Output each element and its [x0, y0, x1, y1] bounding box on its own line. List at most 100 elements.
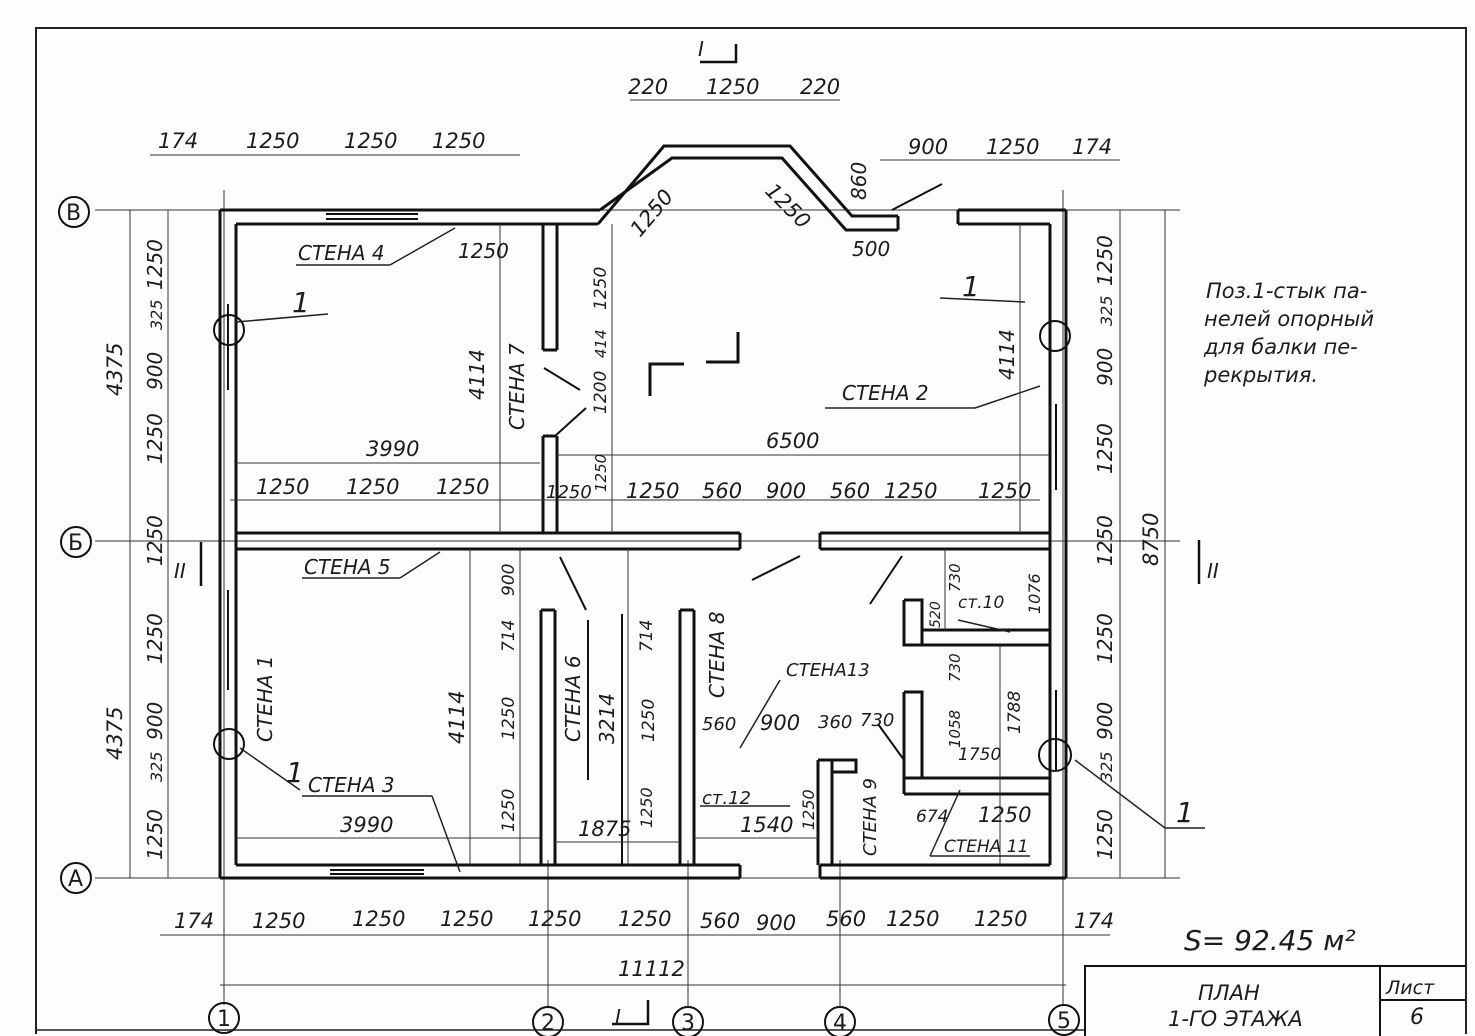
section-label-2-right: II — [1207, 559, 1219, 583]
axis-bubble-col-3 — [672, 1006, 704, 1036]
walls — [218, 144, 1068, 880]
dim-left-900-b: 900 — [143, 702, 167, 740]
dim-bot-10: 1250 — [974, 907, 1027, 931]
dim-1250-w9: 1250 — [799, 789, 818, 830]
dim-mid-1250-e: 1250 — [884, 479, 937, 503]
dim-3990-lower: 3990 — [340, 813, 393, 837]
dim-left-1250-d: 1250 — [143, 613, 167, 664]
wall-label-12: ст.12 — [702, 788, 751, 809]
dim-left-4375-lower: 4375 — [103, 707, 127, 760]
dim-bot-3: 1250 — [440, 907, 493, 931]
note-line-4: рекрытия. — [1203, 363, 1318, 387]
dim-1250-w6-b: 1250 — [499, 789, 519, 832]
section-label-2-left: II — [174, 559, 186, 583]
note-line-1: Поз.1-стык па- — [1206, 279, 1367, 303]
title-line-2: 1-ГО ЭТАЖА — [1168, 1007, 1303, 1031]
dim-right-8750: 8750 — [1139, 513, 1163, 566]
note-line-2: нелей опорный — [1204, 307, 1374, 331]
section-label-1-top: I — [698, 37, 704, 61]
dim-right-325-a: 325 — [1097, 295, 1116, 326]
axis-bubble-row-v — [58, 196, 90, 228]
pos-marker-bl: 1 — [286, 756, 304, 789]
junction-circles — [213, 314, 1072, 772]
dim-bay-diag-left: 1250 — [625, 185, 678, 241]
dim-left-325-a: 325 — [147, 299, 166, 330]
dim-674: 674 — [916, 807, 948, 827]
dim-left-325-b: 325 — [147, 751, 166, 782]
dim-1200: 1200 — [591, 371, 611, 414]
note-line-3: для балки пе- — [1203, 335, 1358, 359]
axis-label-col-1: 1 — [217, 1007, 231, 1032]
dim-top-900: 900 — [908, 135, 948, 159]
dim-1788: 1788 — [1005, 691, 1025, 734]
leader-lines — [235, 227, 1205, 873]
dim-900-inner: 900 — [760, 711, 800, 735]
sheet-label: Лист — [1385, 977, 1435, 999]
axis-label-col-3: 3 — [681, 1011, 695, 1036]
dim-414: 414 — [592, 329, 610, 358]
dim-714-w8: 714 — [637, 620, 657, 652]
dim-bot-7: 900 — [756, 911, 796, 935]
axis-label-col-2: 2 — [541, 1011, 555, 1036]
dim-left-900-a: 900 — [143, 352, 167, 390]
dim-mid-2: 1250 — [436, 475, 489, 499]
dim-left-1250-a: 1250 — [143, 239, 167, 290]
dim-1875: 1875 — [578, 817, 631, 841]
dim-3214: 3214 — [595, 693, 619, 744]
dim-1076: 1076 — [1025, 573, 1044, 614]
dim-730-inner: 730 — [860, 710, 894, 731]
wall-label-7: СТЕНА 7 — [505, 343, 529, 430]
dim-left-4375-upper: 4375 — [103, 343, 127, 396]
area-value: S= 92.45 м² — [1184, 924, 1356, 957]
dim-560-inner: 560 — [702, 714, 736, 735]
axis-bubble-col-5 — [1048, 1004, 1080, 1036]
wall-label-2: СТЕНА 2 — [842, 381, 929, 405]
position-markers: 1 1 1 1 — [286, 270, 1194, 829]
title-line-1: ПЛАН — [1198, 981, 1260, 1005]
axis-label-row-b: Б — [68, 531, 83, 556]
axis-label-col-5: 5 — [1057, 1009, 1071, 1034]
dim-top-174-left: 174 — [158, 129, 198, 153]
dim-730-a: 730 — [946, 563, 964, 592]
axis-label-row-v: В — [66, 201, 81, 226]
axis-label-col-4: 4 — [833, 1011, 847, 1036]
dim-right-900-b: 900 — [1093, 702, 1117, 740]
dim-right-1250-b: 1250 — [1093, 423, 1117, 474]
dim-714-w6: 714 — [499, 620, 519, 652]
axis-bubble-col-4 — [824, 1006, 856, 1036]
dim-bot-6: 560 — [700, 909, 740, 933]
dim-1250-stub: 1250 — [458, 239, 509, 263]
wall-label-4: СТЕНА 4 — [298, 241, 385, 265]
dim-right-325-b: 325 — [1097, 751, 1116, 782]
dim-900-w6: 900 — [499, 564, 519, 596]
dim-top-1250-a: 1250 — [246, 129, 299, 153]
dim-4114-right: 4114 — [995, 329, 1019, 380]
dim-total: 11112 — [618, 957, 685, 981]
note-block: Поз.1-стык па- нелей опорный для балки п… — [1203, 279, 1374, 387]
dim-4114-left: 4114 — [465, 349, 489, 400]
wall-label-8: СТЕНА 8 — [705, 611, 729, 698]
dim-1250-w8-a: 1250 — [639, 699, 659, 742]
axis-bubbles: В Б А 1 2 3 4 5 — [58, 196, 1080, 1036]
dim-mid-0: 1250 — [256, 475, 309, 499]
axis-bubble-col-2 — [532, 1006, 564, 1036]
dimension-texts: 220 1250 220 174 1250 1250 1250 900 1250… — [103, 75, 1163, 981]
wall-label-9: СТЕНА 9 — [860, 778, 881, 856]
dim-bot-2: 1250 — [352, 907, 405, 931]
dim-730-b: 730 — [946, 653, 964, 682]
dim-right-1250-c: 1250 — [1093, 515, 1117, 566]
dim-bay-220-right: 220 — [800, 75, 840, 99]
axis-lines — [95, 190, 1180, 1008]
dim-1058: 1058 — [946, 710, 964, 748]
dim-mid-3: 1250 — [546, 482, 592, 503]
axis-label-row-a: А — [68, 867, 83, 892]
pos-marker-br: 1 — [1176, 796, 1194, 829]
dim-mid-560-b: 560 — [830, 479, 870, 503]
dim-top-1250-c: 1250 — [432, 129, 485, 153]
dim-left-1250-c: 1250 — [143, 515, 167, 566]
sheet-number: 6 — [1410, 1005, 1424, 1030]
axis-bubble-col-1 — [208, 1002, 240, 1034]
dim-bot-9: 1250 — [886, 907, 939, 931]
dim-top-1250-d: 1250 — [986, 135, 1039, 159]
title-block — [1084, 965, 1466, 1036]
